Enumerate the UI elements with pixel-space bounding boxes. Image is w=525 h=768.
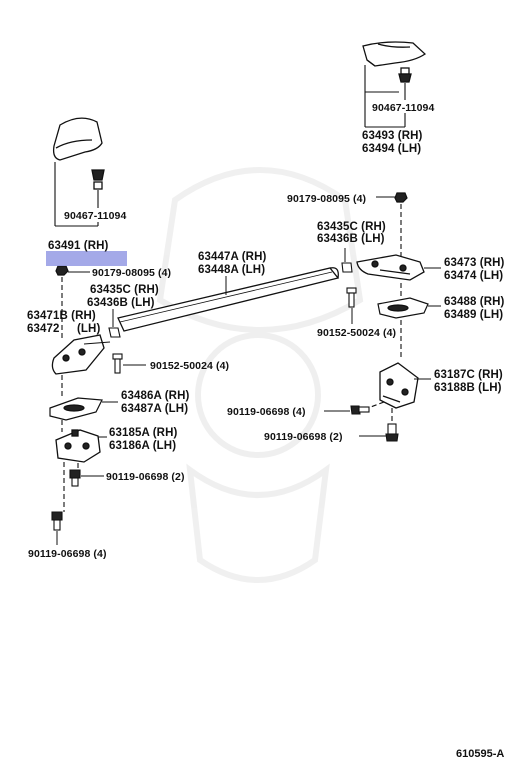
label-63471b: 63471B (RH): [27, 310, 96, 322]
bracket-63471b: [51, 334, 105, 375]
roof-rail-63447a: [117, 267, 340, 332]
label-63488: 63488 (RH): [444, 296, 505, 308]
spacer-63435c-mid: [341, 262, 353, 273]
label-90467-top: 90467-11094: [372, 102, 435, 114]
label-63436b-mid: 63436B (LH): [317, 233, 385, 245]
label-90119-mid: 90119-06698 (4): [227, 406, 306, 418]
spacer-63435c-left: [108, 327, 121, 338]
label-63474: 63474 (LH): [444, 270, 504, 282]
label-63472-lh: (LH): [77, 323, 101, 335]
screw-90152-right: [346, 287, 357, 308]
bracket-63185a: [55, 429, 101, 463]
bolt-90119-left: [69, 469, 81, 487]
label-63473: 63473 (RH): [444, 257, 505, 269]
label-90179-right: 90179-08095 (4): [287, 193, 367, 205]
label-63447a: 63447A (RH): [198, 251, 267, 263]
bolt-90119-mid: [350, 405, 370, 415]
label-63186a: 63186A (LH): [109, 440, 177, 452]
label-63188b: 63188B (LH): [434, 382, 502, 394]
label-63435c-left: 63435C (RH): [90, 284, 159, 296]
label-63472: 63472: [27, 323, 60, 335]
label-63448a: 63448A (LH): [198, 264, 266, 276]
highlight-63491: [46, 251, 127, 266]
bracket-63473: [356, 254, 425, 281]
roof-rack-cover-rh-top: [362, 41, 427, 83]
label-90152-left: 90152-50024 (4): [150, 360, 230, 372]
label-63494: 63494 (LH): [362, 143, 422, 155]
nut-90179-right: [394, 192, 408, 203]
watermark-emblem: [156, 167, 364, 583]
roof-rack-cover-rh-left: [52, 117, 105, 190]
label-63486a: 63486A (RH): [121, 390, 190, 402]
label-63487a: 63487A (LH): [121, 403, 189, 415]
screw-90152-left: [112, 353, 123, 374]
label-63493: 63493 (RH): [362, 130, 423, 142]
label-90119-right: 90119-06698 (2): [264, 431, 343, 443]
label-63435c-mid: 63435C (RH): [317, 221, 386, 233]
bolt-90119-bottom: [51, 511, 63, 531]
label-90467-left: 90467-11094: [64, 210, 127, 222]
label-63187c: 63187C (RH): [434, 369, 503, 381]
label-63491: 63491 (RH): [48, 240, 109, 252]
pad-63488: [377, 297, 429, 319]
label-90152-right: 90152-50024 (4): [317, 327, 397, 339]
bracket-63187c: [379, 362, 419, 409]
nut-90179-left: [55, 265, 69, 276]
label-63489: 63489 (LH): [444, 309, 504, 321]
label-63185a: 63185A (RH): [109, 427, 178, 439]
label-90119-left: 90119-06698 (2): [106, 471, 185, 483]
pad-63486a: [49, 397, 103, 421]
label-63436b-left: 63436B (LH): [87, 297, 155, 309]
figure-id: 610595-A: [456, 748, 505, 760]
label-90179-left: 90179-08095 (4): [92, 267, 172, 279]
bolt-90119-right: [385, 423, 399, 442]
label-90119-bottom: 90119-06698 (4): [28, 548, 107, 560]
